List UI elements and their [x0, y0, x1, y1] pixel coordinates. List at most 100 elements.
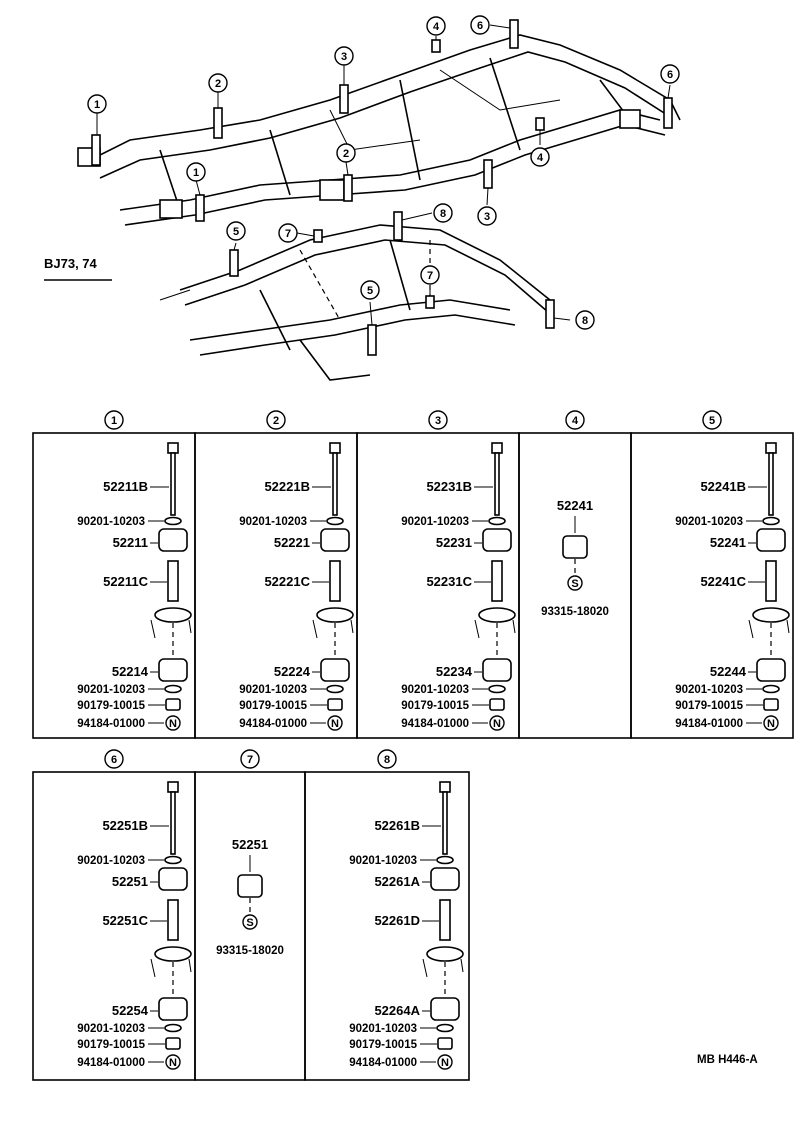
bolt-shank: [332, 452, 338, 516]
frame-callout-5: 6: [470, 15, 490, 35]
group-2: 252221B90201-102035222152221C5222490201-…: [194, 410, 358, 739]
upper-cushion-part: [158, 528, 188, 552]
frame-callout-9: 3: [477, 206, 497, 226]
screw-symbol-letter: S: [246, 917, 253, 929]
group-3-header-number: 3: [435, 415, 441, 427]
screw-symbol-letter: S: [571, 578, 578, 590]
washer2-part: [436, 1023, 454, 1033]
frame-callout-10: 4: [530, 147, 550, 167]
frame-callout-4: 4: [426, 16, 446, 36]
washer2-part: [164, 684, 182, 694]
part-cushion-label: 52241: [557, 498, 593, 513]
part-cotter-label: 94184-01000: [77, 1057, 145, 1069]
cotter-symbol: [437, 1054, 453, 1070]
frame-callout-8-number: 2: [343, 148, 349, 160]
washer-part: [164, 516, 182, 526]
washer2-part: [488, 684, 506, 694]
part-screw-label: 93315-18020: [216, 945, 284, 957]
part-cotter-label: 94184-01000: [401, 718, 469, 730]
frame-bracket: [154, 946, 192, 962]
group-3-header: 3: [428, 410, 448, 430]
bolt-head: [167, 781, 179, 793]
part-bolt-label: 52221B: [264, 479, 310, 494]
frame-callout-2-number: 2: [215, 78, 221, 90]
nut-part: [763, 698, 779, 711]
cotter-symbol-letter: N: [767, 718, 775, 730]
bolt-shank: [442, 791, 448, 855]
nut-part: [165, 1037, 181, 1050]
frame-callout-4-number: 4: [433, 21, 440, 33]
washer-part: [164, 855, 182, 865]
part-upper-cushion-label: 52231: [436, 535, 472, 550]
part-upper-cushion-label: 52241: [710, 535, 746, 550]
group-2-header-number: 2: [273, 415, 279, 427]
washer-part: [488, 516, 506, 526]
frame-bracket: [154, 607, 192, 623]
part-washer2-label: 90201-10203: [77, 1023, 145, 1035]
bolt-shank: [170, 791, 176, 855]
frame-callout-3: 3: [334, 46, 354, 66]
frame-callout-6: 6: [660, 64, 680, 84]
frame-callout-11-number: 5: [233, 226, 239, 238]
frame-callout-15: 7: [420, 265, 440, 285]
part-nut-label: 90179-10015: [77, 1039, 145, 1051]
screw-symbol: [242, 914, 258, 930]
bolt-head: [491, 442, 503, 454]
part-upper-cushion-label: 52211: [113, 535, 148, 550]
part-washer2-label: 90201-10203: [77, 684, 145, 696]
part-cotter-label: 94184-01000: [77, 718, 145, 730]
bolt-head: [765, 442, 777, 454]
upper-cushion-part: [756, 528, 786, 552]
frame-bracket: [752, 607, 790, 623]
collar-part: [765, 560, 777, 602]
lower-cushion-part: [430, 997, 460, 1021]
part-washer-label: 90201-10203: [349, 855, 417, 867]
group-2-header: 2: [266, 410, 286, 430]
frame-callout-16: 8: [575, 310, 595, 330]
bolt-head: [167, 442, 179, 454]
nut-part: [327, 698, 343, 711]
part-washer2-label: 90201-10203: [239, 684, 307, 696]
group-8: 852261B90201-1020352261A52261D52264A9020…: [304, 749, 470, 1081]
part-lower-cushion-label: 52224: [274, 664, 311, 679]
cotter-symbol: [763, 715, 779, 731]
part-upper-cushion-label: 52251: [112, 874, 148, 889]
frame-callout-16-number: 8: [582, 315, 588, 327]
upper-cushion-part: [482, 528, 512, 552]
group-6: 652251B90201-102035225152251C5225490201-…: [32, 749, 196, 1081]
frame-callout-12: 7: [278, 223, 298, 243]
frame-callout-2: 2: [208, 73, 228, 93]
part-nut-label: 90179-10015: [675, 700, 743, 712]
group-5-header: 5: [702, 410, 722, 430]
washer2-part: [164, 1023, 182, 1033]
part-lower-cushion-label: 52234: [436, 664, 473, 679]
washer-part: [326, 516, 344, 526]
part-washer2-label: 90201-10203: [675, 684, 743, 696]
part-washer-label: 90201-10203: [77, 855, 145, 867]
frame-callout-11: 5: [226, 221, 246, 241]
part-bolt-label: 52261B: [374, 818, 420, 833]
part-collar-label: 52211C: [103, 574, 148, 589]
bolt-shank: [768, 452, 774, 516]
upper-cushion-part: [320, 528, 350, 552]
part-washer2-label: 90201-10203: [349, 1023, 417, 1035]
part-washer2-label: 90201-10203: [401, 684, 469, 696]
group-1: 152211B90201-102035221152211C5221490201-…: [32, 410, 196, 739]
washer2-part: [326, 684, 344, 694]
bolt-shank: [170, 452, 176, 516]
part-nut-label: 90179-10015: [77, 700, 145, 712]
frame-callout-14: 5: [360, 280, 380, 300]
cotter-symbol-letter: N: [441, 1057, 449, 1069]
part-collar-label: 52241C: [700, 574, 746, 589]
cotter-symbol: [165, 1054, 181, 1070]
washer2-part: [762, 684, 780, 694]
cushion-part: [562, 535, 588, 559]
cotter-symbol-letter: N: [331, 718, 339, 730]
group-5-border: [630, 432, 794, 739]
frame-callout-10-number: 4: [537, 152, 544, 164]
part-lower-cushion-label: 52264A: [374, 1003, 420, 1018]
